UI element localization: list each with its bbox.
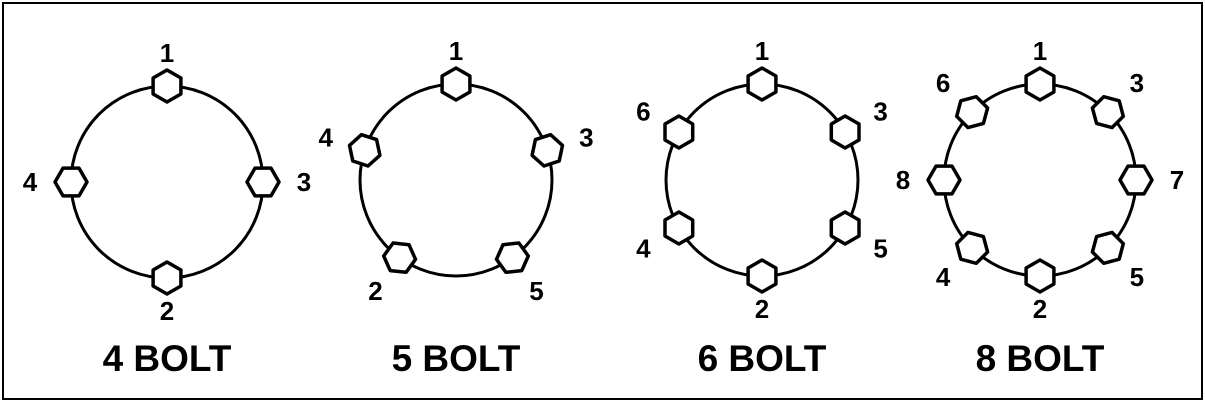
- bolt-hex-icon: [663, 114, 695, 150]
- bolt-number-label: 4: [936, 262, 951, 292]
- bolt-circle: [664, 82, 860, 278]
- bolt-number-label: 5: [529, 276, 543, 306]
- bolt-hex-icon: [151, 68, 183, 104]
- bolt-hex-icon: [530, 132, 565, 168]
- bolt-hex-icon: [1118, 164, 1154, 196]
- bolt-number-label: 1: [449, 36, 463, 66]
- bolt-hex-icon: [1090, 94, 1126, 130]
- bolt-pattern-6: 1 3 5 2 4 6 6 BOLT: [636, 36, 888, 379]
- bolt-pattern-4: 1 3 2 4 4 BOLT: [23, 38, 311, 379]
- bolt-number-label: 6: [636, 97, 650, 127]
- bolt-hex-icon: [954, 230, 990, 266]
- bolt-number-label: 1: [160, 38, 174, 68]
- bolt-hex-icon: [381, 241, 418, 275]
- bolt-number-label: 1: [1033, 36, 1047, 66]
- bolt-hex-icon: [245, 166, 281, 198]
- bolt-hex-icon: [494, 241, 531, 275]
- bolt-number-label: 7: [1170, 165, 1184, 195]
- bolt-circle: [69, 84, 265, 280]
- bolt-number-label: 5: [1130, 262, 1144, 292]
- bolt-hex-icon: [746, 66, 778, 102]
- bolt-number-label: 2: [160, 296, 174, 326]
- bolt-hex-icon: [440, 66, 472, 102]
- bolt-hex-icon: [151, 260, 183, 296]
- bolt-pattern-8: 1 3 7 5 2 4 8 6 8 BOLT: [896, 36, 1184, 379]
- bolt-hex-icon: [663, 210, 695, 246]
- pattern-caption: 5 BOLT: [392, 338, 521, 379]
- bolt-number-label: 5: [873, 234, 887, 264]
- bolt-number-label: 3: [297, 167, 311, 197]
- bolt-number-label: 4: [318, 123, 333, 153]
- bolt-hex-icon: [954, 94, 990, 130]
- bolt-number-label: 6: [936, 68, 950, 98]
- bolt-number-label: 2: [1033, 294, 1047, 324]
- bolt-number-label: 3: [873, 97, 887, 127]
- bolt-number-label: 4: [636, 234, 651, 264]
- bolt-pattern-5: 1 3 5 2 4 5 BOLT: [318, 36, 593, 379]
- bolt-hex-icon: [746, 258, 778, 294]
- bolt-hex-icon: [1024, 66, 1056, 102]
- bolt-number-label: 3: [1130, 68, 1144, 98]
- bolt-hex-icon: [347, 132, 382, 168]
- pattern-caption: 6 BOLT: [698, 338, 827, 379]
- pattern-caption: 8 BOLT: [976, 338, 1105, 379]
- bolt-number-label: 1: [755, 36, 769, 66]
- bolt-number-label: 8: [896, 165, 910, 195]
- bolt-hex-icon: [53, 166, 89, 198]
- bolt-hex-icon: [1024, 258, 1056, 294]
- bolt-hex-icon: [829, 114, 861, 150]
- bolt-hex-icon: [926, 164, 962, 196]
- bolt-hex-icon: [1090, 230, 1126, 266]
- bolt-number-label: 4: [23, 167, 38, 197]
- bolt-hex-icon: [829, 210, 861, 246]
- bolt-number-label: 2: [755, 294, 769, 324]
- bolt-number-label: 2: [368, 276, 382, 306]
- bolt-number-label: 3: [579, 123, 593, 153]
- pattern-caption: 4 BOLT: [103, 338, 232, 379]
